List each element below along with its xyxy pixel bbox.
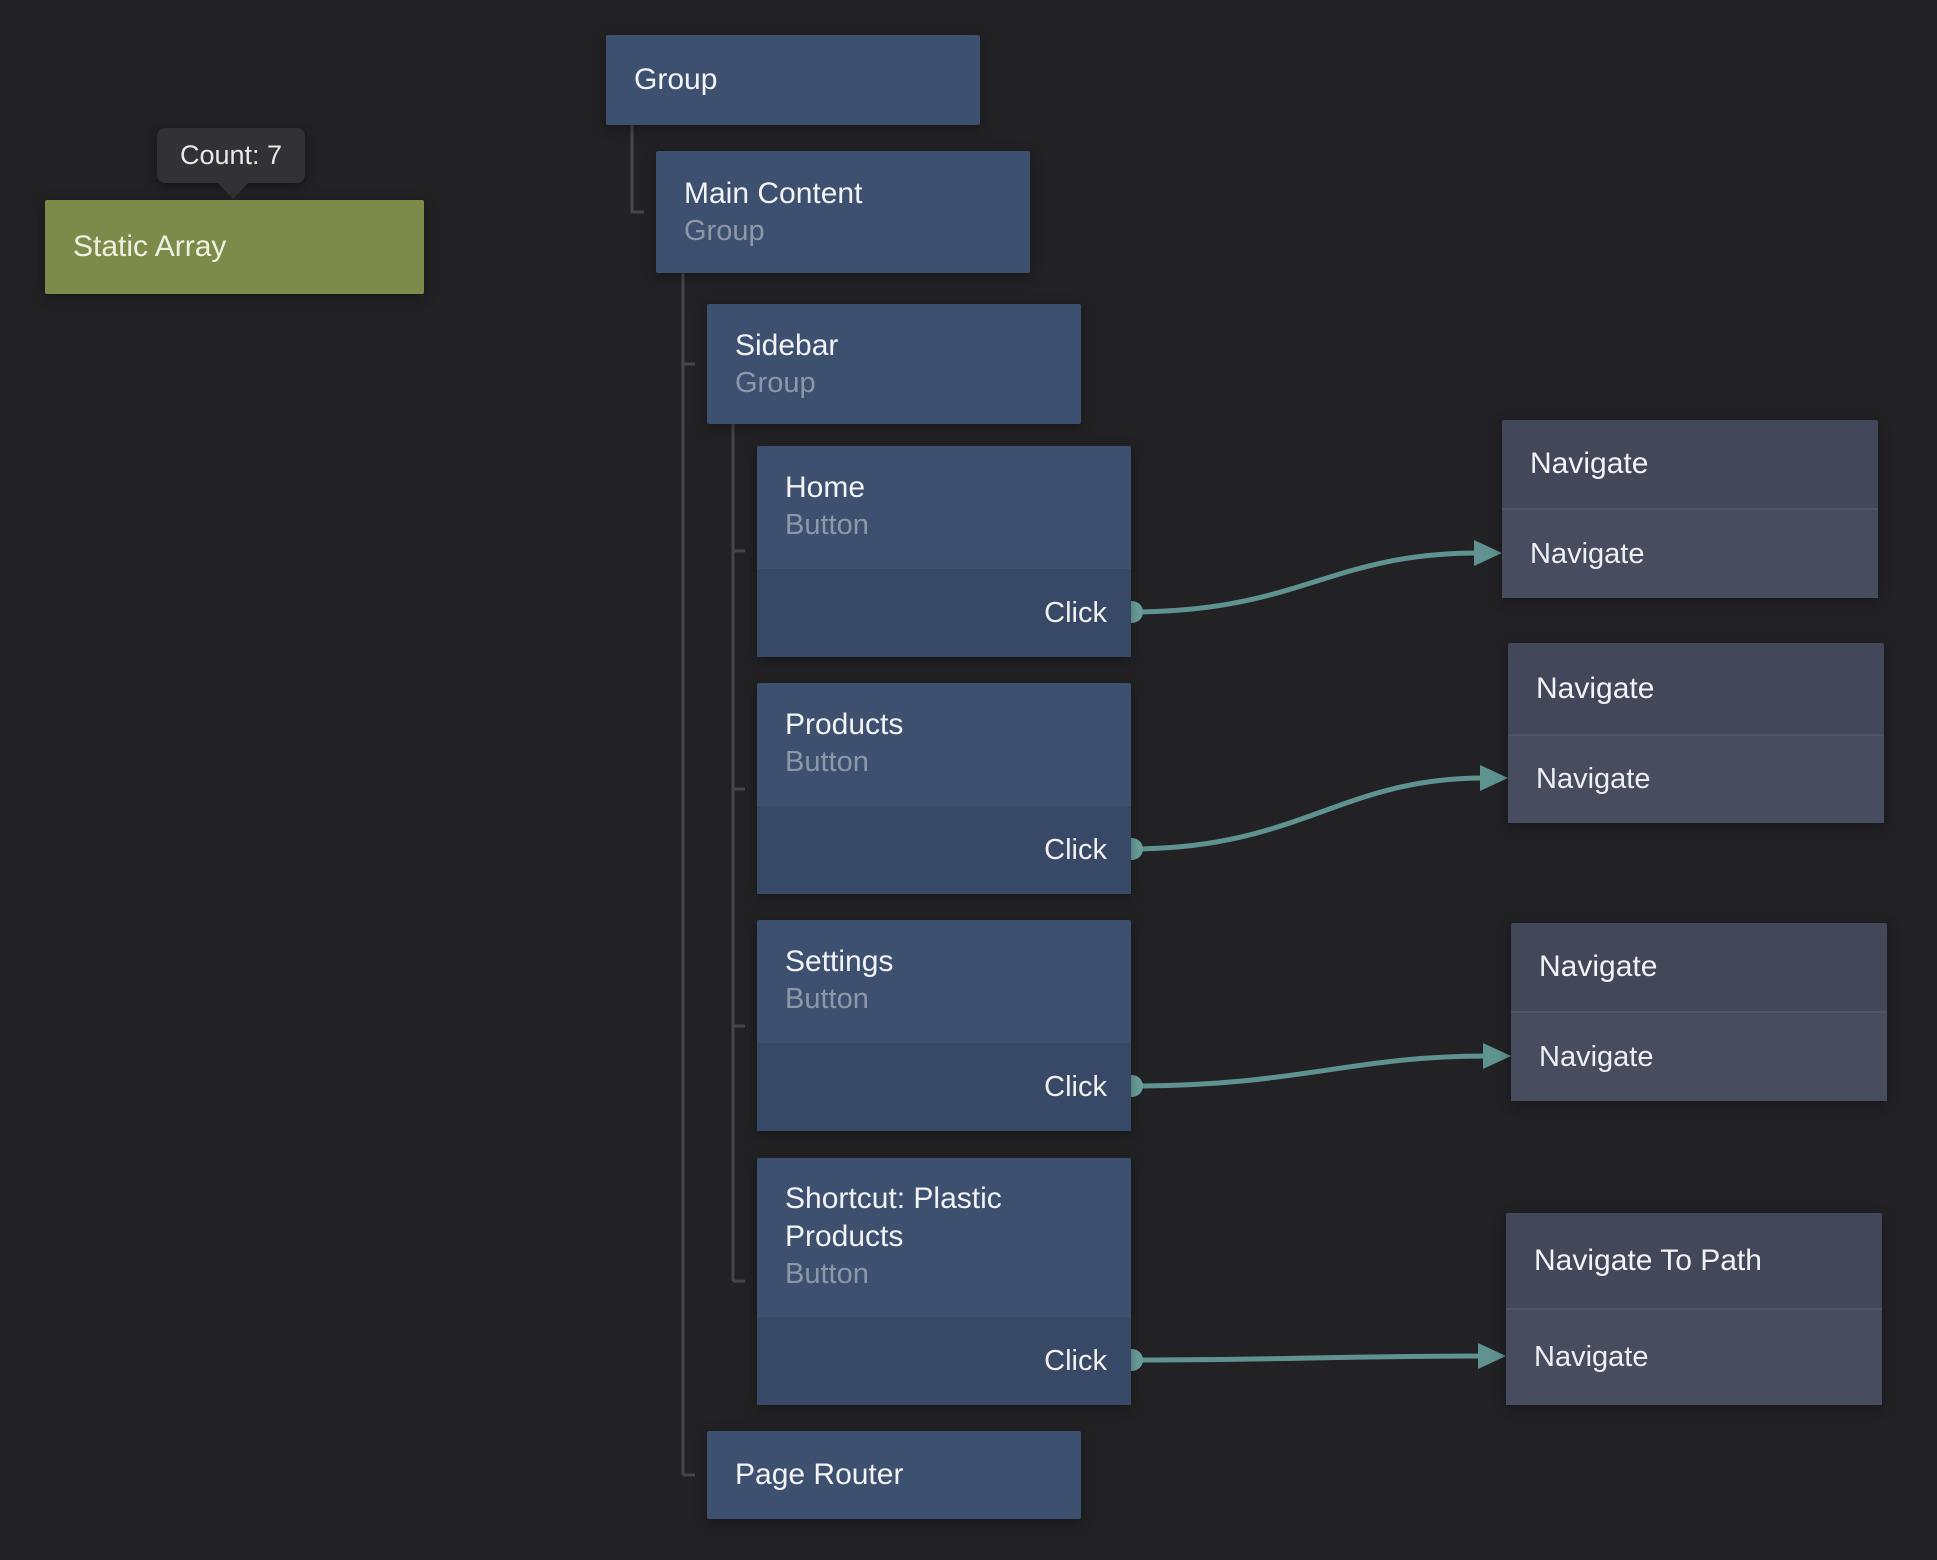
- input-label-navigate: Navigate: [1530, 537, 1645, 570]
- port-label-click: Click: [1044, 1070, 1107, 1103]
- input-label-navigate: Navigate: [1539, 1040, 1654, 1073]
- node-title: Navigate: [1539, 950, 1658, 983]
- wire-home-arrowhead-icon: [1474, 540, 1502, 566]
- node-title: Static Array: [73, 230, 227, 263]
- node-shortcut-plastic-products[interactable]: Shortcut: Plastic Products Button Click: [757, 1158, 1131, 1405]
- node-navigate-3[interactable]: Navigate Navigate: [1511, 923, 1887, 1101]
- node-sidebar[interactable]: Sidebar Group: [707, 304, 1081, 424]
- node-title: Settings: [785, 945, 894, 978]
- wire-shortcut-click[interactable]: [1128, 1353, 1485, 1363]
- wire-products-arrowhead-icon: [1480, 765, 1508, 791]
- node-group[interactable]: Group: [606, 35, 980, 125]
- node-title: Shortcut: Plastic Products: [785, 1182, 1002, 1253]
- node-title: Main Content: [684, 176, 863, 210]
- port-label-click: Click: [1044, 596, 1107, 629]
- node-navigate-2[interactable]: Navigate Navigate: [1508, 643, 1884, 823]
- node-title: Navigate: [1536, 671, 1655, 705]
- wire-products-click[interactable]: [1128, 775, 1487, 852]
- node-subtitle: Group: [735, 366, 816, 399]
- node-home[interactable]: Home Button Click: [757, 446, 1131, 657]
- node-subtitle: Button: [785, 983, 869, 1015]
- count-tooltip: Count: 7: [157, 128, 305, 199]
- wire-settings-click[interactable]: [1128, 1053, 1490, 1089]
- node-title: Sidebar: [735, 328, 839, 362]
- wire-settings-arrowhead-icon: [1483, 1043, 1511, 1069]
- node-title: Group: [634, 63, 718, 96]
- wire-home-click[interactable]: [1128, 550, 1481, 615]
- node-subtitle: Button: [785, 1258, 869, 1290]
- node-page-router[interactable]: Page Router: [707, 1431, 1081, 1519]
- input-label-navigate: Navigate: [1536, 763, 1651, 795]
- node-title: Home: [785, 471, 866, 504]
- input-label-navigate: Navigate: [1534, 1341, 1649, 1373]
- port-label-click: Click: [1044, 833, 1107, 866]
- port-label-click: Click: [1044, 1344, 1107, 1377]
- node-navigate-1[interactable]: Navigate Navigate: [1502, 420, 1878, 598]
- node-title: Navigate: [1530, 447, 1649, 480]
- node-title: Page Router: [735, 1458, 904, 1491]
- count-tooltip-text: Count: 7: [179, 140, 283, 170]
- node-products[interactable]: Products Button Click: [757, 683, 1131, 894]
- node-subtitle: Button: [785, 509, 869, 541]
- wire-shortcut-arrowhead-icon: [1478, 1343, 1506, 1369]
- node-navigate-to-path[interactable]: Navigate To Path Navigate: [1506, 1213, 1882, 1405]
- node-subtitle: Button: [785, 746, 869, 778]
- node-settings[interactable]: Settings Button Click: [757, 920, 1131, 1131]
- node-main-content[interactable]: Main Content Group: [656, 151, 1030, 273]
- node-subtitle: Group: [684, 214, 765, 247]
- node-title: Navigate To Path: [1534, 1243, 1762, 1277]
- node-static-array[interactable]: Static Array: [45, 200, 424, 294]
- node-title: Products: [785, 708, 904, 741]
